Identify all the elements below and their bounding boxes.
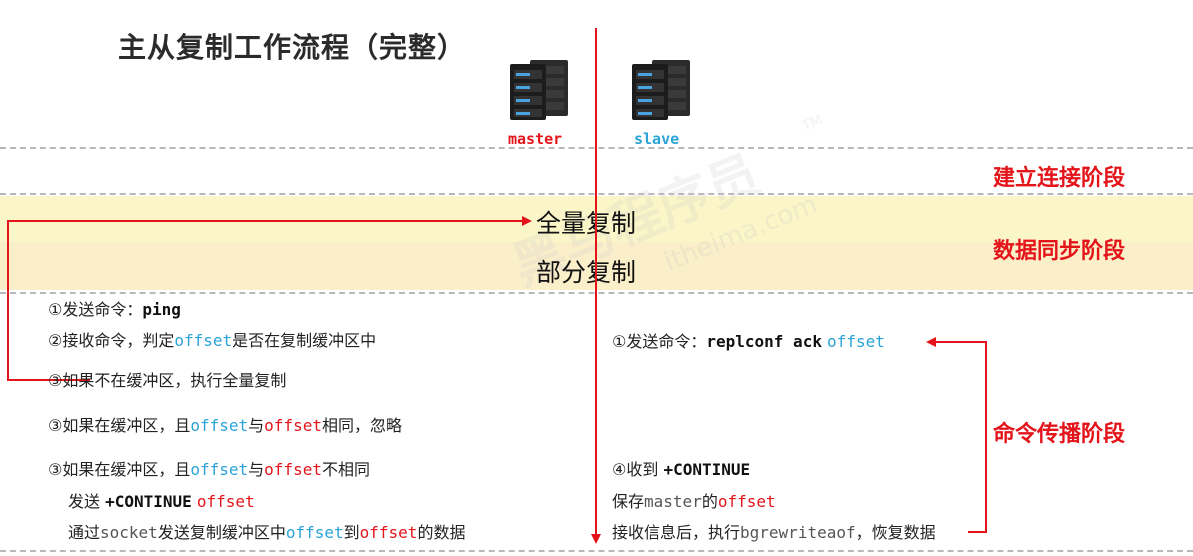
slave-step-1: ①发送命令：replconf ack offset xyxy=(612,332,885,351)
stage-propagate: 命令传播阶段 xyxy=(993,422,1126,447)
master-step-send-continue: 发送 +CONTINUE offset xyxy=(68,492,255,511)
slave-label: slave xyxy=(634,130,680,148)
full-copy-label: 全量复制 xyxy=(536,209,637,238)
master-step-send-buffer: 通过socket发送复制缓冲区中offset到offset的数据 xyxy=(68,523,466,542)
partial-copy-label: 部分复制 xyxy=(536,258,637,287)
separator-bottom xyxy=(0,550,1193,552)
slave-server-icon xyxy=(632,60,690,120)
master-step-2: ②接收命令，判定offset是否在复制缓冲区中 xyxy=(48,331,377,350)
slave-step-save-offset: 保存master的offset xyxy=(612,492,776,511)
master-step-1: ①发送命令：ping xyxy=(48,300,181,319)
master-step-3-differ: ③如果在缓冲区，且offset与offset不相同 xyxy=(48,460,370,479)
master-step-3-full: ③如果不在缓冲区，执行全量复制 xyxy=(48,371,287,390)
stage-sync: 数据同步阶段 xyxy=(993,239,1126,264)
master-label: master xyxy=(508,130,563,148)
stage-connect: 建立连接阶段 xyxy=(993,166,1126,191)
propagate-arrow xyxy=(926,337,987,533)
slave-step-restore: 接收信息后，执行bgrewriteaof，恢复数据 xyxy=(612,523,936,542)
master-server-icon xyxy=(510,60,568,120)
page-title: 主从复制工作流程（完整） xyxy=(118,31,467,64)
master-step-3-ignore: ③如果在缓冲区，且offset与offset相同，忽略 xyxy=(48,416,402,435)
slave-step-4: ④收到 +CONTINUE xyxy=(612,460,751,479)
full-copy-arrow xyxy=(7,216,532,381)
